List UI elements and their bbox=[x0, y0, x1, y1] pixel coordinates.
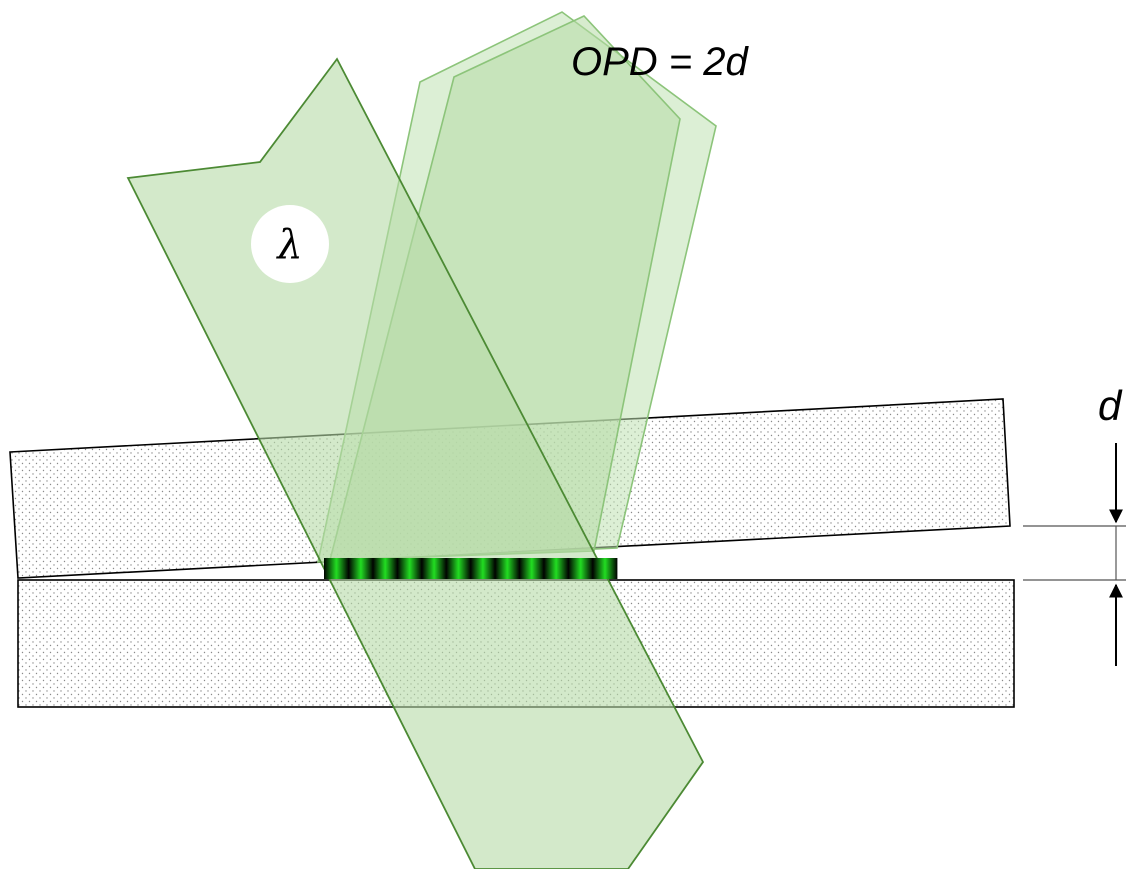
interference-fringes bbox=[324, 558, 618, 579]
wavelength-badge bbox=[251, 205, 329, 283]
fringe-band bbox=[494, 558, 520, 579]
fringe-band bbox=[543, 558, 569, 579]
fringe-band bbox=[372, 558, 398, 579]
fringe-band bbox=[568, 558, 593, 579]
gap-symbol: d bbox=[1098, 382, 1123, 429]
fringe-band bbox=[421, 558, 447, 579]
fringe-band bbox=[519, 558, 545, 579]
wavelength-symbol: λ bbox=[275, 222, 302, 268]
fringe-band bbox=[324, 558, 349, 579]
opd-equation: OPD = 2d bbox=[571, 40, 750, 84]
fringe-band bbox=[446, 558, 471, 579]
fringe-band bbox=[592, 558, 618, 579]
fringe-band bbox=[470, 558, 496, 579]
fringe-band bbox=[348, 558, 374, 579]
fringe-band bbox=[397, 558, 423, 579]
